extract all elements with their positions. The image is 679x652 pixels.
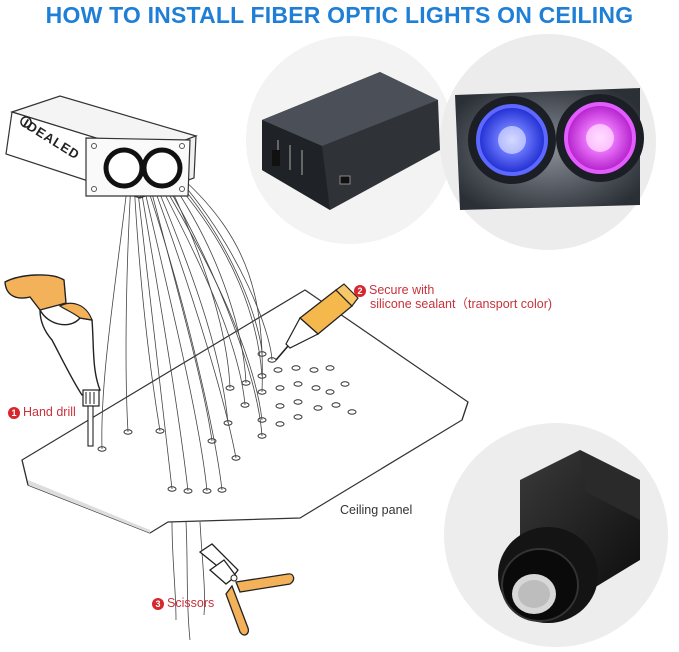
step-2-text-line1: Secure with <box>369 283 435 297</box>
scissors-icon <box>198 543 295 636</box>
fiber-strands <box>101 177 273 641</box>
product-photo-glow <box>440 34 656 250</box>
cable-gland-icon <box>444 423 668 647</box>
step-2-badge: 2 <box>354 285 366 297</box>
sealant-bottle-icon <box>275 283 359 361</box>
hand-drill-icon <box>4 274 101 447</box>
step-3-badge: 3 <box>152 598 164 610</box>
step-2-text-line2: silicone sealant（transport color) <box>370 297 553 311</box>
step-1-text: Hand drill <box>23 405 76 419</box>
ceiling-panel <box>21 289 469 534</box>
ceiling-panel-label: Ceiling panel <box>340 503 413 517</box>
light-engine-box-icon: IDEALED <box>5 95 198 199</box>
step-3-text: Scissors <box>167 596 215 610</box>
page-title: HOW TO INSTALL FIBER OPTIC LIGHTS ON CEI… <box>45 2 634 28</box>
step-1-badge: 1 <box>8 407 20 419</box>
product-photo-engine <box>246 36 454 244</box>
